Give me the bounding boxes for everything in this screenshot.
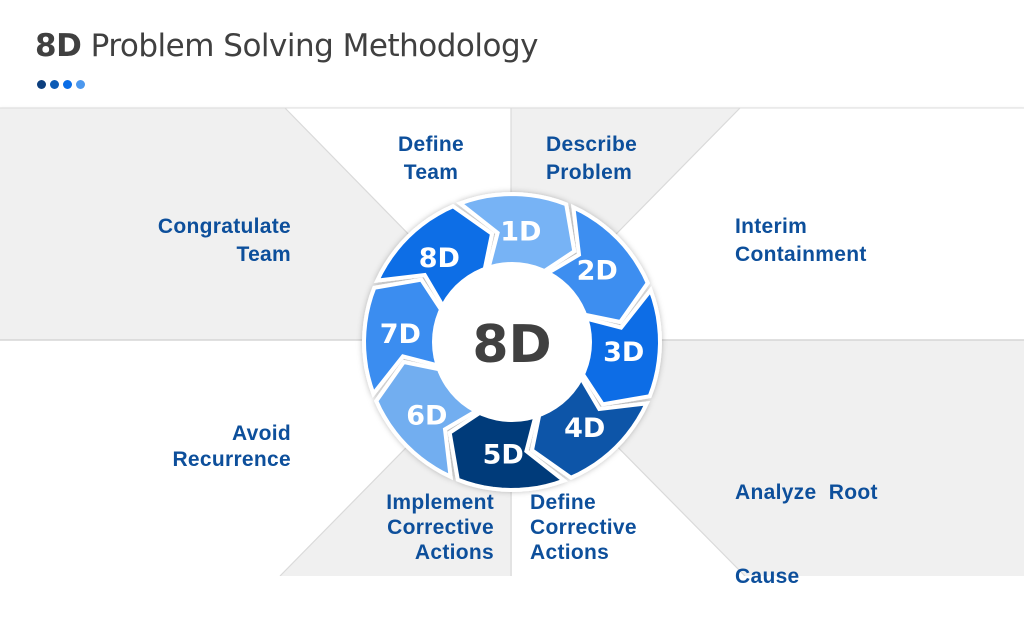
step-5-line-1: Define xyxy=(530,491,596,514)
segment-label-1D: 1D xyxy=(500,216,541,247)
step-avoid-recurrence: Avoid Recurrence xyxy=(172,421,291,473)
step-3-line-1: Interim xyxy=(735,215,808,238)
segment-label-8D: 8D xyxy=(419,243,460,274)
step-analyze-root-cause: Analyze Root Cause xyxy=(735,423,878,619)
dot-3 xyxy=(63,80,72,89)
step-describe-problem: Describe Problem xyxy=(546,131,637,187)
step-3-line-2: Containment xyxy=(735,243,867,266)
dot-2 xyxy=(50,80,59,89)
step-4-line-2: Cause xyxy=(735,565,800,588)
segment-label-2D: 2D xyxy=(577,255,618,286)
center-circle xyxy=(432,262,592,422)
step-1-line-2: Team xyxy=(403,161,459,184)
step-congratulate-team: Congratulate Team xyxy=(158,213,291,269)
step-8-line-2: Team xyxy=(236,243,291,266)
step-define-corrective-actions: Define Corrective Actions xyxy=(530,490,637,565)
step-2-line-2: Problem xyxy=(546,161,633,184)
step-8-line-1: Congratulate xyxy=(157,215,291,238)
step-6-line-3: Actions xyxy=(414,541,494,564)
step-6-line-1: Implement xyxy=(386,491,494,514)
segment-label-3D: 3D xyxy=(603,337,644,368)
step-1-line-1: Define xyxy=(398,133,464,156)
step-define-team: Define Team xyxy=(375,131,487,187)
segment-label-5D: 5D xyxy=(483,440,524,471)
dot-4 xyxy=(76,80,85,89)
title-rest: Problem Solving Methodology xyxy=(81,28,539,64)
step-4-line-1: Analyze Root xyxy=(735,481,878,504)
segment-label-6D: 6D xyxy=(406,401,447,432)
title-bold: 8D xyxy=(35,28,82,64)
dot-1 xyxy=(37,80,46,89)
page-title: 8D Problem Solving Methodology xyxy=(35,28,538,64)
step-2-line-1: Describe xyxy=(546,133,638,156)
step-7-line-1: Avoid xyxy=(231,422,291,445)
step-5-line-3: Actions xyxy=(530,541,610,564)
step-interim-containment: Interim Containment xyxy=(735,213,867,269)
step-implement-corrective-actions: Implement Corrective Actions xyxy=(386,490,494,565)
background-panels xyxy=(0,107,1024,576)
panel-congratulate xyxy=(0,108,512,340)
segment-label-4D: 4D xyxy=(564,413,605,444)
center-label: 8D xyxy=(472,315,551,375)
title-dots xyxy=(37,80,85,89)
ring-labels: 8D 1D 2D 3D 4D 5D 6D 7D 8D xyxy=(380,216,644,471)
step-7-line-2: Recurrence xyxy=(172,448,291,471)
segment-label-7D: 7D xyxy=(380,319,421,350)
step-5-line-2: Corrective xyxy=(530,516,637,539)
step-6-line-2: Corrective xyxy=(387,516,494,539)
